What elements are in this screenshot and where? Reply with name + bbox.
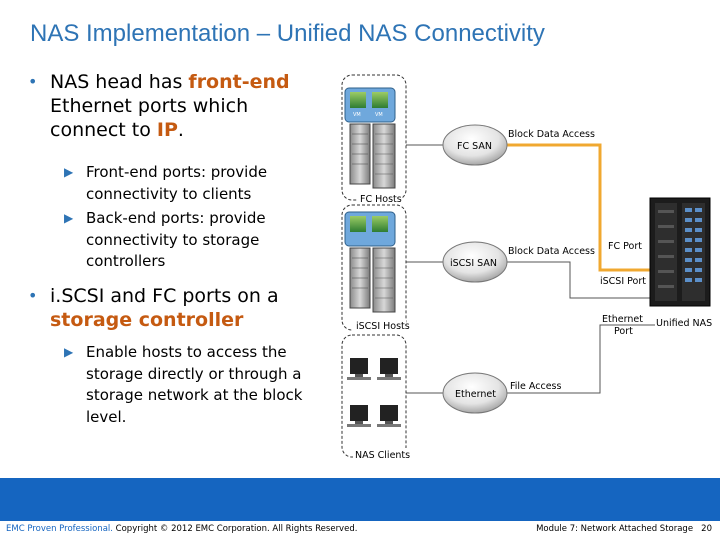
bullet-nas-head-text: NAS head has front-end Ethernet ports wh… (50, 70, 320, 142)
nas-clients-group: NAS Clients (341, 334, 410, 461)
bullet1-suffix: . (177, 119, 184, 141)
footer-copyright-text: Copyright © 2012 EMC Corporation. All Ri… (112, 524, 358, 534)
fc-hosts-label: FC Hosts (360, 194, 402, 205)
fc-san-cloud: FC SAN (442, 124, 508, 166)
iscsi-hosts-group: iSCSI Hosts (341, 204, 410, 332)
footer-copyright: EMC Proven Professional. Copyright © 201… (6, 524, 357, 534)
unified-nas-storage-icon (649, 197, 711, 307)
svg-text:VM: VM (353, 112, 361, 118)
ethernet-label: Ethernet (455, 389, 496, 400)
bullet1-highlight-front-end: front-end (188, 71, 290, 93)
bullet-iscsi-fc-text: i.SCSI and FC ports on a storage control… (50, 284, 330, 332)
footer-module: Module 7: Network Attached Storage 20 (536, 524, 712, 534)
pc-icon (377, 405, 401, 427)
bullet2-prefix: i.SCSI and FC ports on a (50, 285, 279, 307)
pc-icon (377, 358, 401, 380)
fc-link-line (505, 143, 655, 272)
footer-module-text: Module 7: Network Attached Storage (536, 524, 694, 534)
page-number: 20 (701, 524, 712, 534)
footer-brand: EMC Proven Professional. (6, 524, 113, 534)
bullet-dot-icon: • (28, 72, 38, 91)
block-data-access-label: Block Data Access (508, 246, 595, 257)
file-access-line (505, 324, 655, 394)
arrow-bullet-icon: ▶ (64, 345, 74, 359)
ethernet-cloud: Ethernet (442, 372, 508, 414)
fc-hosts-group: VM VM FC Hosts (341, 74, 407, 205)
sub-bullet-enable-hosts-text: Enable hosts to access the storage direc… (86, 343, 303, 426)
slide-title: NAS Implementation – Unified NAS Connect… (30, 20, 545, 47)
bullet1-prefix: NAS head has (50, 71, 189, 93)
bullet1-middle: Ethernet ports which connect to (50, 95, 249, 141)
bullet2-highlight-storage-controller: storage controller (50, 309, 244, 331)
sub-bullet-front-end: ▶ Front-end ports: provide connectivity … (64, 162, 306, 205)
iscsi-hosts-label: iSCSI Hosts (356, 321, 410, 332)
sub-bullet-front-end-text: Front-end ports: provide connectivity to… (86, 163, 268, 203)
pc-icon (347, 405, 371, 427)
iscsi-port-label: iSCSI Port (600, 276, 646, 287)
iscsi-san-label: iSCSI SAN (450, 258, 497, 269)
iscsi-san-cloud: iSCSI SAN (442, 241, 508, 283)
svg-text:VM: VM (375, 112, 383, 118)
arrow-bullet-icon: ▶ (64, 165, 74, 179)
sub-bullet-enable-hosts: ▶ Enable hosts to access the storage dir… (64, 342, 306, 428)
file-access-label: File Access (510, 381, 561, 392)
iscsi-link-line (505, 261, 655, 299)
bullet-iscsi-fc: • i.SCSI and FC ports on a storage contr… (28, 284, 330, 332)
sub-bullet-back-end-text: Back-end ports: provide connectivity to … (86, 209, 266, 270)
nas-clients-label: NAS Clients (355, 450, 410, 461)
bullet-nas-head: • NAS head has front-end Ethernet ports … (28, 70, 320, 142)
bullet1-highlight-ip: IP (156, 119, 178, 141)
fc-port-label: FC Port (608, 241, 642, 252)
unified-nas-label: Unified NAS (656, 318, 712, 329)
footer: EMC Proven Professional. Copyright © 201… (0, 521, 720, 540)
bullet-dot-icon: • (28, 286, 38, 305)
pc-icon (347, 358, 371, 380)
fc-san-label: FC SAN (457, 141, 492, 152)
block-data-access-label: Block Data Access (508, 129, 595, 140)
sub-bullet-back-end: ▶ Back-end ports: provide connectivity t… (64, 208, 306, 273)
arrow-bullet-icon: ▶ (64, 211, 74, 225)
footer-band (0, 478, 720, 521)
ethernet-port-label-2: Port (614, 326, 633, 337)
ethernet-port-label: Ethernet (602, 314, 643, 325)
